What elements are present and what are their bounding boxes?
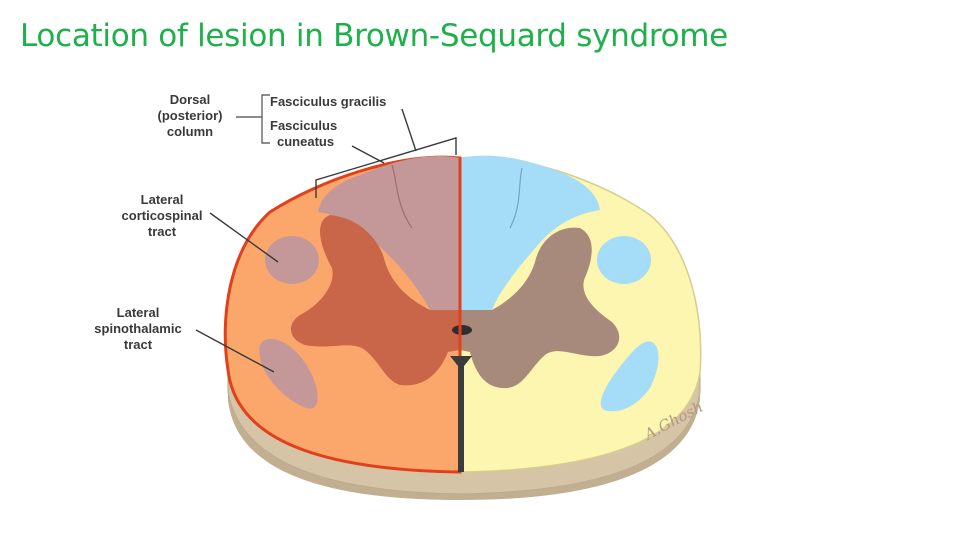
right-grey-matter [460,227,620,389]
right-dorsal-septum [509,167,523,229]
label-spinothalamic-line2: spinothalamic [94,321,181,336]
label-corticospinal-line2: corticospinal [122,208,203,223]
left-corticospinal-tract [265,236,319,284]
cuneatus-pointer [351,145,385,164]
left-dorsal-column [318,155,460,312]
central-canal [452,325,472,335]
gracilis-pointer [401,108,417,152]
spinothalamic-pointer [195,329,275,373]
label-corticospinal-line1: Lateral [141,192,184,207]
right-spinothalamic-tract [600,341,659,412]
label-fasciculus-gracilis: Fasciculus gracilis [270,94,386,109]
label-dorsal-line3: column [167,124,213,139]
label-dorsal-line1: Dorsal [170,92,210,107]
slide-title: Location of lesion in Brown-Sequard synd… [20,18,728,54]
label-cuneatus-line1: Fasciculus [270,118,337,133]
left-spinothalamic-tract [259,339,318,409]
corticospinal-pointer [209,212,279,263]
label-cuneatus-line2: cuneatus [277,134,334,149]
label-corticospinal-line3: tract [148,224,177,239]
ventral-median-fissure [450,356,472,472]
top-bracket [315,137,457,198]
left-grey-matter [290,215,460,386]
label-spinothalamic-line3: tract [124,337,153,352]
dorsal-bracket [261,94,270,144]
label-spinothalamic-line1: Lateral [117,305,160,320]
right-dorsal-column [460,155,600,312]
left-dorsal-septum [391,164,413,229]
right-corticospinal-tract [597,236,651,284]
label-dorsal-line2: (posterior) [158,108,223,123]
